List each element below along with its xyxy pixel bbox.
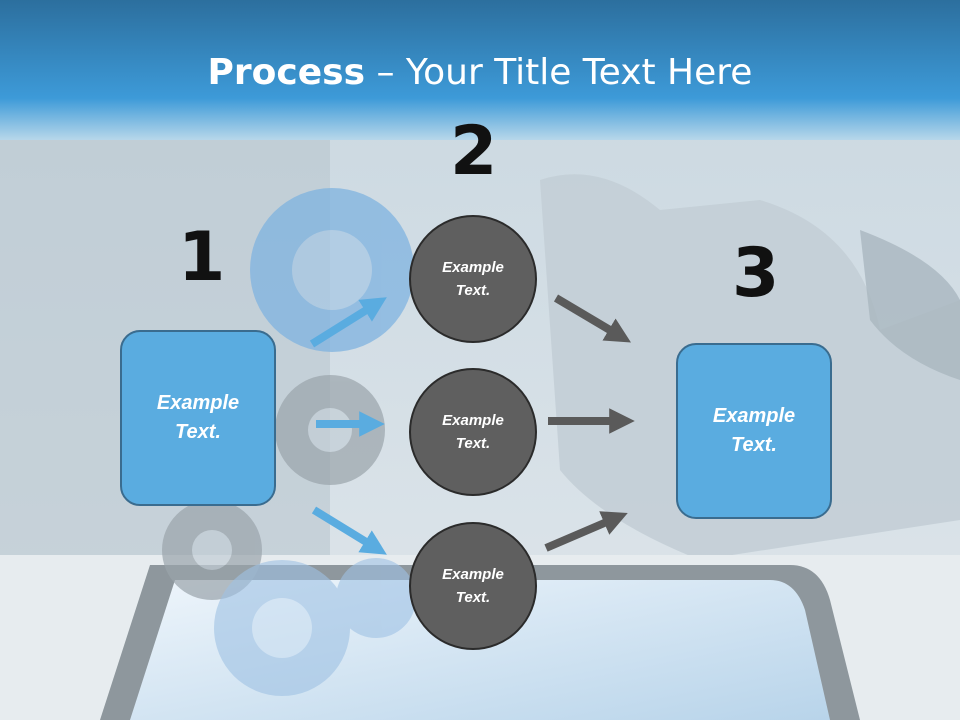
title-rest: – Your Title Text Here <box>365 52 753 93</box>
step2-circle-middle: Example Text. <box>409 368 537 496</box>
circle-label-line1: Example <box>442 566 504 583</box>
title-bold: Process <box>207 52 366 93</box>
circle-label-line2: Text. <box>455 282 491 299</box>
gear-icon <box>214 558 416 696</box>
step-number-1: 1 <box>178 218 226 297</box>
gear-icon <box>250 188 414 352</box>
step-number-3: 3 <box>732 234 780 313</box>
step3-label-line2: Text. <box>731 434 777 456</box>
gear-icon <box>162 375 385 600</box>
step2-circle-bottom: Example Text. <box>409 522 537 650</box>
step3-box: Example Text. <box>676 343 832 519</box>
circle-label-line2: Text. <box>455 435 491 452</box>
step3-label-line1: Example <box>712 405 796 427</box>
circle-label-line1: Example <box>442 412 504 429</box>
slide-title: Process – Your Title Text Here <box>0 52 960 93</box>
circle-label-line2: Text. <box>455 589 491 606</box>
circle-label-line1: Example <box>442 259 504 276</box>
step-number-2: 2 <box>450 112 498 191</box>
step1-label-line1: Example <box>156 392 240 414</box>
step1-label-line2: Text. <box>175 421 221 443</box>
step2-circle-top: Example Text. <box>409 215 537 343</box>
step1-box: Example Text. <box>120 330 276 506</box>
